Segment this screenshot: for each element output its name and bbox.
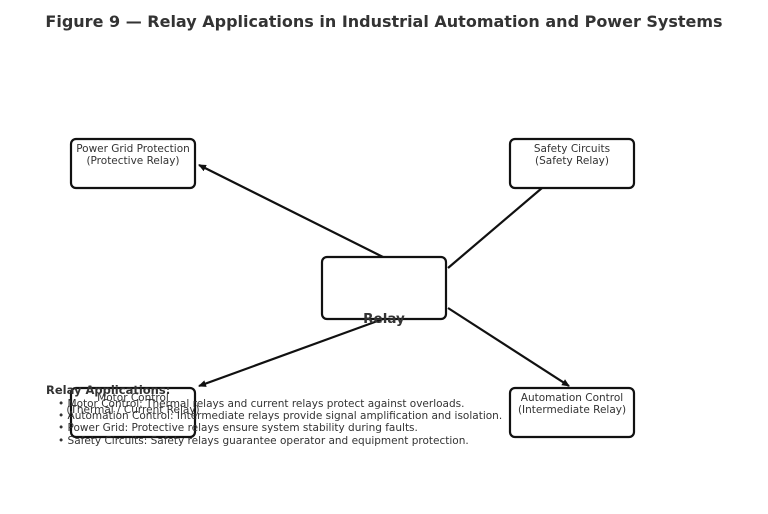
applications-notes: Relay Applications: • Motor Control: The… bbox=[46, 383, 502, 447]
node-label-line2: (Safety Relay) bbox=[535, 155, 609, 167]
node-box bbox=[69, 386, 197, 439]
node-label-line2: (Thermal / Current Relay) bbox=[66, 404, 199, 416]
node-box bbox=[69, 137, 197, 190]
node-label-line1: Power Grid Protection bbox=[76, 143, 190, 155]
node-label-line1: Safety Circuits bbox=[534, 143, 610, 155]
figure-title: Figure 9 — Relay Applications in Industr… bbox=[45, 12, 722, 31]
node-safety-circuits: Safety Circuits (Safety Relay) bbox=[508, 137, 636, 190]
center-label: Relay bbox=[363, 311, 405, 327]
node-box bbox=[508, 137, 636, 190]
node-label-line1: Motor Control bbox=[97, 392, 169, 404]
arrow-to-motor-control bbox=[198, 317, 384, 388]
note-item: • Safety Circuits: Safety relays guarant… bbox=[58, 435, 469, 447]
node-motor-control: Motor Control (Thermal / Current Relay) bbox=[66, 386, 200, 439]
node-power-grid-protection: Power Grid Protection (Protective Relay) bbox=[69, 137, 197, 190]
node-automation-control: Automation Control (Intermediate Relay) bbox=[508, 386, 636, 439]
note-item: • Power Grid: Protective relays ensure s… bbox=[58, 422, 418, 434]
arrow-to-automation-control bbox=[447, 307, 570, 387]
node-box bbox=[320, 255, 448, 321]
node-label-line1: Automation Control bbox=[521, 392, 623, 404]
notes-title: Relay Applications: bbox=[46, 383, 170, 397]
node-relay-center: Relay bbox=[320, 255, 448, 327]
arrow-to-power-grid bbox=[198, 164, 384, 258]
node-label-line2: (Intermediate Relay) bbox=[518, 404, 626, 416]
node-box bbox=[508, 386, 636, 439]
note-item: • Automation Control: Intermediate relay… bbox=[58, 410, 502, 422]
note-item: • Motor Control: Thermal relays and curr… bbox=[58, 398, 464, 410]
node-label-line2: (Protective Relay) bbox=[86, 155, 179, 167]
